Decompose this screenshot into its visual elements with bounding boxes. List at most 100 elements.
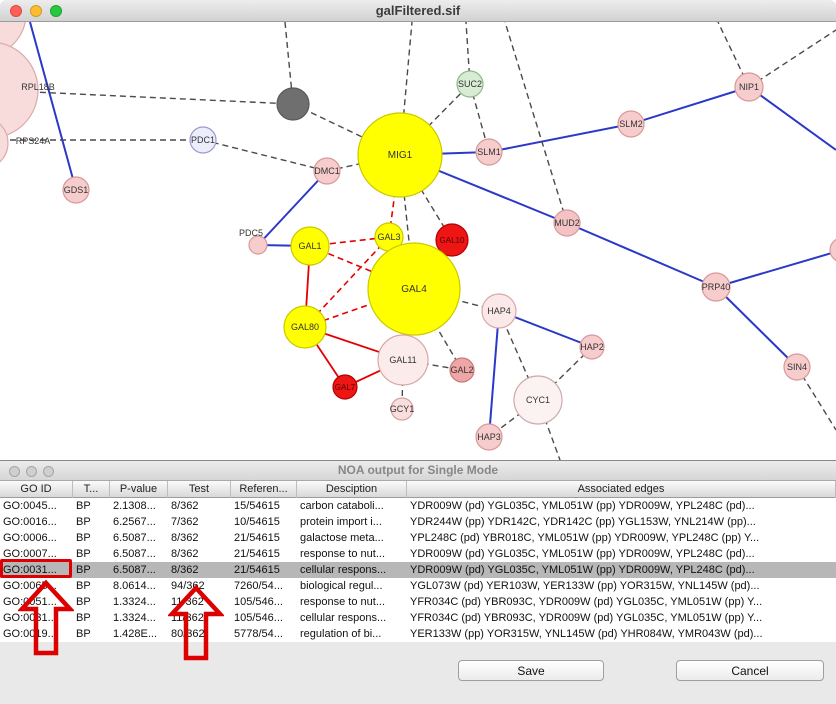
window-title: galFiltered.sif bbox=[0, 0, 836, 21]
graph-edge[interactable] bbox=[716, 287, 797, 367]
save-button[interactable]: Save bbox=[458, 660, 604, 681]
graph-edge[interactable] bbox=[505, 22, 567, 223]
zoom-button[interactable] bbox=[50, 5, 62, 17]
minimize-button[interactable] bbox=[26, 466, 37, 477]
table-cell: BP bbox=[73, 626, 110, 642]
table-cell: YDR244W (pp) YDR142C, YDR142C (pp) YGL15… bbox=[407, 514, 836, 530]
graph-edge[interactable] bbox=[203, 140, 327, 171]
table-cell: 7260/54... bbox=[231, 578, 297, 594]
noa-window-titlebar[interactable]: NOA output for Single Mode bbox=[0, 461, 836, 481]
column-header-go-id[interactable]: GO ID bbox=[0, 481, 73, 498]
window-controls bbox=[10, 5, 62, 17]
graph-node-label: SUC2 bbox=[458, 79, 482, 89]
graph-edge[interactable] bbox=[631, 87, 749, 124]
graph-node-label: GAL3 bbox=[377, 232, 400, 242]
graph-node-label: SLM2 bbox=[619, 119, 643, 129]
table-row[interactable]: GO:0007...BP6.5087...8/36221/54615respon… bbox=[0, 546, 836, 562]
network-window-titlebar[interactable]: galFiltered.sif bbox=[0, 0, 836, 22]
network-canvas-container: RPL18BRPS24AGDS1PDC1DMC1MIG1SUC2SLM1SLM2… bbox=[0, 22, 836, 460]
table-cell: BP bbox=[73, 514, 110, 530]
minimize-button[interactable] bbox=[30, 5, 42, 17]
table-row[interactable]: GO:0051...BP1.3324...11/362105/546...res… bbox=[0, 594, 836, 610]
table-cell: 15/54615 bbox=[231, 498, 297, 514]
table-row[interactable]: GO:0045...BP2.1308...8/36215/54615carbon… bbox=[0, 498, 836, 514]
table-row[interactable]: GO:0031...BP6.5087...8/36221/54615cellul… bbox=[0, 562, 836, 578]
annotation-highlight-box bbox=[0, 559, 72, 578]
column-header-test[interactable]: Test bbox=[168, 481, 231, 498]
table-cell: GO:0006... bbox=[0, 530, 73, 546]
table-cell: YDR009W (pd) YGL035C, YML051W (pp) YDR00… bbox=[407, 546, 836, 562]
column-header-desciption[interactable]: Desciption bbox=[297, 481, 407, 498]
graph-edge[interactable] bbox=[716, 250, 836, 287]
table-cell: carbon cataboli... bbox=[297, 498, 407, 514]
up-arrow-icon bbox=[22, 583, 70, 653]
zoom-button[interactable] bbox=[43, 466, 54, 477]
window-controls-inactive bbox=[9, 466, 54, 477]
graph-node-label: RPL18B bbox=[21, 82, 55, 92]
graph-node-label: PDC1 bbox=[191, 135, 215, 145]
graph-node-unlabeled[interactable] bbox=[277, 88, 309, 120]
table-row[interactable]: GO:0016...BP6.2567...7/36210/54615protei… bbox=[0, 514, 836, 530]
graph-node-label: NIP1 bbox=[739, 82, 759, 92]
graph-node-pdc5[interactable] bbox=[249, 236, 267, 254]
graph-node-label: GAL7 bbox=[335, 383, 356, 392]
table-cell: cellular respons... bbox=[297, 610, 407, 626]
graph-node-label: PDC5 bbox=[239, 228, 263, 238]
network-window: galFiltered.sif RPL18B RPS24A GDS1 PDC1DMC1… bbox=[0, 0, 836, 460]
table-cell: 105/546... bbox=[231, 594, 297, 610]
results-table-header: GO IDT...P-valueTestReferen...Desciption… bbox=[0, 481, 836, 498]
table-cell: 5778/54... bbox=[231, 626, 297, 642]
graph-edge[interactable] bbox=[489, 124, 631, 152]
table-cell: regulation of bi... bbox=[297, 626, 407, 642]
table-row[interactable]: GO:0031...BP1.3324...11/362105/546...cel… bbox=[0, 610, 836, 626]
noa-output-window: NOA output for Single Mode GO IDT...P-va… bbox=[0, 460, 836, 704]
table-cell: BP bbox=[73, 578, 110, 594]
graph-edge[interactable] bbox=[30, 22, 76, 190]
graph-node-label: GAL4 bbox=[401, 284, 427, 295]
annotation-up-arrow-go-id bbox=[18, 579, 74, 657]
table-cell: YER133W (pp) YOR315W, YNL145W (pd) YHR08… bbox=[407, 626, 836, 642]
table-cell: BP bbox=[73, 610, 110, 626]
table-cell: 6.5087... bbox=[110, 546, 168, 562]
table-cell: 7/362 bbox=[168, 514, 231, 530]
table-cell: YFR034C (pd) YBR093C, YDR009W (pd) YGL03… bbox=[407, 594, 836, 610]
graph-edge[interactable] bbox=[749, 87, 836, 150]
table-row[interactable]: GO:0065...BP8.0614...94/3627260/54...bio… bbox=[0, 578, 836, 594]
table-cell: 8/362 bbox=[168, 546, 231, 562]
graph-edge[interactable] bbox=[489, 311, 499, 437]
table-cell: BP bbox=[73, 530, 110, 546]
table-cell: 21/54615 bbox=[231, 562, 297, 578]
table-cell: BP bbox=[73, 594, 110, 610]
graph-edge[interactable] bbox=[0, 90, 293, 104]
graph-edge[interactable] bbox=[567, 223, 716, 287]
results-table-body: GO:0045...BP2.1308...8/36215/54615carbon… bbox=[0, 498, 836, 642]
close-button[interactable] bbox=[10, 5, 22, 17]
table-row[interactable]: GO:0006...BP6.5087...8/36221/54615galact… bbox=[0, 530, 836, 546]
graph-node-label: SIN4 bbox=[787, 362, 807, 372]
graph-node-label: GAL1 bbox=[298, 241, 321, 251]
table-cell: 21/54615 bbox=[231, 546, 297, 562]
graph-node-label: RPS24A bbox=[16, 136, 51, 146]
table-cell: response to nut... bbox=[297, 594, 407, 610]
graph-node-label: MUD2 bbox=[554, 218, 580, 228]
graph-node-label: GDS1 bbox=[64, 185, 89, 195]
table-cell: 2.1308... bbox=[110, 498, 168, 514]
table-cell: cellular respons... bbox=[297, 562, 407, 578]
column-header-referen[interactable]: Referen... bbox=[231, 481, 297, 498]
close-button[interactable] bbox=[9, 466, 20, 477]
graph-node-unlabeled[interactable] bbox=[830, 238, 836, 262]
table-cell: 1.428E... bbox=[110, 626, 168, 642]
cancel-button[interactable]: Cancel bbox=[676, 660, 824, 681]
table-cell: GO:0045... bbox=[0, 498, 73, 514]
table-cell: protein import i... bbox=[297, 514, 407, 530]
column-header-associated-edges[interactable]: Associated edges bbox=[407, 481, 836, 498]
graph-node-label: DMC1 bbox=[314, 166, 340, 176]
table-cell: YDR009W (pd) YGL035C, YML051W (pp) YDR00… bbox=[407, 498, 836, 514]
column-header-p-value[interactable]: P-value bbox=[110, 481, 168, 498]
graph-edge[interactable] bbox=[749, 30, 836, 87]
network-canvas[interactable]: RPL18BRPS24AGDS1PDC1DMC1MIG1SUC2SLM1SLM2… bbox=[0, 22, 836, 460]
column-header-t[interactable]: T... bbox=[73, 481, 110, 498]
table-cell: 10/54615 bbox=[231, 514, 297, 530]
table-row[interactable]: GO:0019...BP1.428E...80/3625778/54...reg… bbox=[0, 626, 836, 642]
